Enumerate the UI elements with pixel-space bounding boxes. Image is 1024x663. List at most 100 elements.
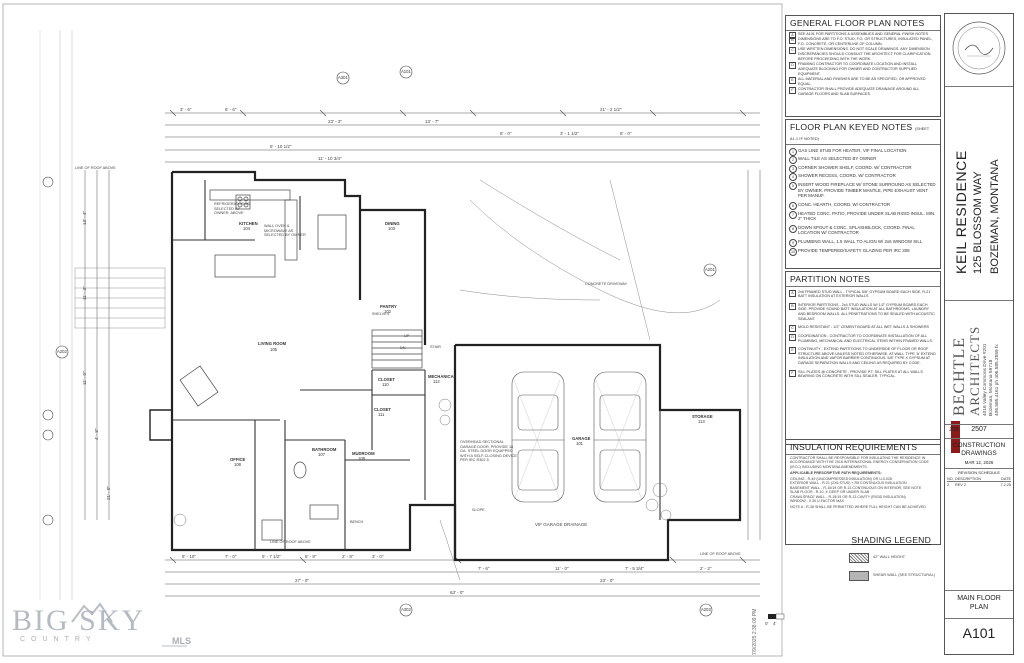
room-number: 102 [384, 309, 391, 314]
section-marker: A301 [338, 75, 348, 80]
partition-notes-title: PARTITION NOTES [786, 272, 940, 287]
garage-drainage-label: VIF GARAGE DRAINAGE [535, 522, 588, 527]
room-number: 104 [243, 226, 250, 231]
bench-label: BENCH [350, 520, 364, 524]
dimension: 8' - 10" [182, 554, 196, 559]
shading-legend: SHADING LEGEND 42" WALL HEIGHT SHEAR WAL… [785, 533, 939, 591]
shading-label: SHEAR WALL (SEE STRUCTURAL) [873, 573, 935, 577]
section-marker: A101 [401, 69, 411, 74]
revision-col-date: DATE [1001, 477, 1011, 481]
architect-address: 4016 Valley Commons Drive #201 [983, 343, 988, 416]
watermark-mountain-icon [71, 602, 187, 647]
room-number: 105 [270, 347, 277, 352]
floor-plan-linework [2, 3, 785, 657]
room-number: 111 [378, 412, 385, 417]
room-label: KITCHEN [239, 221, 258, 226]
shading-legend-title: SHADING LEGEND [851, 535, 931, 545]
revision-desc: REV 2 [955, 483, 966, 487]
dimension: 3' - 6" [180, 107, 192, 112]
dimension: 21' - 2 1/2" [600, 107, 622, 112]
insulation-line: CEILING - R-49 (UNCOMPRESSED INSULATION)… [790, 476, 892, 481]
phase-subtitle: DRAWINGS [961, 450, 997, 457]
section-marker: A302 [401, 607, 411, 612]
divider [945, 468, 1013, 469]
insulation-title: INSULATION REQUIREMENTS [786, 440, 940, 455]
insulation-line: WINDOW - 0.30 U-FACTOR MAX [790, 499, 845, 504]
sheet-subtitle: PLAN [969, 604, 989, 611]
room-number: 109 [358, 456, 365, 461]
architect-firm: ARCHITECTS [967, 325, 982, 416]
keyed-notes-sheet-ref: (SHEET A1.1 IF NOTED) [790, 127, 930, 141]
divider [945, 590, 1013, 591]
phase-date: MAR 12, 2026 [964, 460, 994, 465]
room-number: 113 [698, 419, 705, 424]
divider [945, 86, 1013, 87]
room-label: MUDROOM [352, 451, 375, 456]
roof-above-label: LINE OF ROOF ABOVE [75, 166, 116, 170]
roof-above-label: LINE OF ROOF ABOVE [270, 540, 311, 544]
watermark-subtitle: COUNTRY [20, 636, 97, 643]
insulation-intro: CONTRACTOR SHALL BE RESPONSIBLE FOR INSU… [790, 456, 929, 469]
floor-plan-drawing: LIVING ROOM 105 KITCHEN 104 DINING 103 P… [2, 3, 785, 657]
dimension: 11' - 0" [555, 566, 569, 571]
dimension: 4' - 8" [94, 428, 99, 440]
architect-city: Bozeman, Montana 59718 [989, 359, 994, 416]
dimension: 23' - 0" [600, 578, 614, 583]
dimension: 7' - 0" [225, 554, 237, 559]
watermark-mls: MLS [172, 636, 191, 646]
watermark-title: BIG SKY [12, 604, 146, 637]
room-label: PANTRY [380, 304, 397, 309]
keyed-notes-title: FLOOR PLAN KEYED NOTES (SHEET A1.1 IF NO… [786, 120, 940, 145]
shelves-label: SHELVES [372, 312, 390, 316]
insulation-line: SLAB FLOOR - R-10, 4' DEEP OR UNDER SLAB [790, 490, 870, 495]
sheet-title: MAIN FLOOR [957, 595, 1001, 602]
revision-row: 2 REV 2 7.2.25 [947, 483, 1011, 487]
dimension: 3' - 1 1/2" [560, 131, 579, 136]
dimension: 2' - 2" [700, 566, 712, 571]
dimension: 3' - 0" [372, 554, 384, 559]
dimension: 21' - 0" [106, 486, 111, 500]
mls-watermark: BIG SKY COUNTRY MLS [12, 600, 202, 660]
project-city: BOZEMAN, MONTANA [989, 159, 1001, 274]
job-label: JOB [949, 427, 959, 433]
job-number: 2507 [971, 426, 987, 433]
dimension: 8' - 0" [500, 131, 512, 136]
dimension: 8' - 0" [620, 131, 632, 136]
divider [945, 438, 1013, 439]
dimension: 63' - 0" [450, 590, 464, 595]
driveway-label: CONCRETE DRIVEWAY [585, 282, 628, 286]
general-notes-title: GENERAL FLOOR PLAN NOTES [786, 16, 940, 31]
dimension: 7' - 5 3/4" [625, 566, 644, 571]
architect-logo-mark [951, 421, 960, 453]
overhead-door-note: OVERHEAD SECTIONAL GARAGE DOOR, PROVIDE … [460, 440, 517, 463]
dimension: 13' - 7" [425, 119, 439, 124]
revision-date: 7.2.25 [1000, 483, 1011, 487]
room-label: CLOSET [374, 407, 391, 412]
project-address: 125 BLOSSOM WAY [972, 171, 984, 274]
room-number: 107 [318, 452, 325, 457]
room-label: BATHROOM [312, 447, 337, 452]
room-number: 110 [382, 382, 389, 387]
revision-no: 2 [947, 483, 950, 487]
appliance-note: REFRIGERATOR AS SELECTED BY OWNER, ABOVE [214, 202, 250, 216]
revision-schedule-title: REVISION SCHEDULE [957, 470, 1000, 475]
keyed-notes-panel: FLOOR PLAN KEYED NOTES (SHEET A1.1 IF NO… [785, 119, 941, 269]
divider [945, 424, 1013, 425]
room-label: OFFICE [230, 457, 246, 462]
dimension: 11' - 3" [82, 286, 87, 300]
